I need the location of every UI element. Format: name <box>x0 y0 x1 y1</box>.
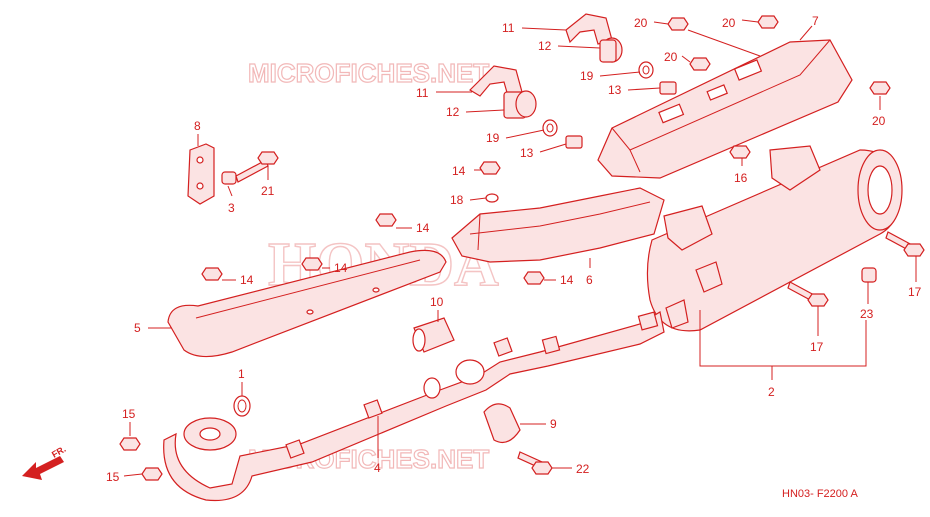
watermark-top: MICROFICHES.NET <box>248 58 489 88</box>
callout-23: 23 <box>860 307 874 321</box>
callout-20: 20 <box>664 50 678 64</box>
callout-6: 6 <box>586 273 593 287</box>
mount-set-lower <box>469 65 583 149</box>
heat-shield-upper <box>597 39 853 179</box>
direction-label: FR. <box>50 444 68 460</box>
callout-14: 14 <box>452 164 466 178</box>
callout-17: 17 <box>810 340 824 354</box>
callout-19: 19 <box>486 131 500 145</box>
callout-10: 10 <box>430 295 444 309</box>
muffler-2 <box>646 145 903 332</box>
callout-3: 3 <box>228 201 235 215</box>
callout-13: 13 <box>608 83 622 97</box>
callout-13: 13 <box>520 146 534 160</box>
heat-protector-5 <box>167 249 447 358</box>
callout-18: 18 <box>450 193 464 207</box>
callout-14: 14 <box>560 273 574 287</box>
callout-8: 8 <box>194 119 201 133</box>
callout-9: 9 <box>550 417 557 431</box>
bolt-14-group <box>201 145 751 285</box>
small-parts <box>119 317 553 481</box>
callout-7: 7 <box>812 14 819 28</box>
callout-20: 20 <box>634 16 648 30</box>
bracket-8 <box>187 143 279 205</box>
callout-12: 12 <box>446 105 460 119</box>
callout-20: 20 <box>722 16 736 30</box>
front-direction-arrow: FR. <box>22 444 68 480</box>
callout-11: 11 <box>416 86 429 100</box>
callout-11: 11 <box>502 21 515 35</box>
exhaust-pipe-4 <box>163 311 665 502</box>
callout-22: 22 <box>576 462 590 476</box>
callout-14: 14 <box>416 221 430 235</box>
callout-1: 1 <box>238 367 245 381</box>
callout-5: 5 <box>134 321 141 335</box>
callout-16: 16 <box>734 171 748 185</box>
mount-set-upper <box>565 13 677 95</box>
callout-14: 14 <box>334 261 348 275</box>
callout-12: 12 <box>538 39 552 53</box>
callout-21: 21 <box>261 184 275 198</box>
bolt-20-group <box>667 15 891 95</box>
callout-4: 4 <box>374 461 381 475</box>
heat-protector-6 <box>451 187 665 263</box>
callout-2: 2 <box>768 385 775 399</box>
callout-19: 19 <box>580 69 594 83</box>
callout-labels: 11 12 20 20 7 20 19 13 20 11 12 19 13 8 … <box>106 14 922 484</box>
callout-20: 20 <box>872 114 886 128</box>
callout-17: 17 <box>908 285 922 299</box>
diagram-code: HN03- F2200 A <box>782 488 858 500</box>
callout-14: 14 <box>240 273 254 287</box>
callout-15: 15 <box>122 407 136 421</box>
leader-lines <box>123 19 917 477</box>
callout-15: 15 <box>106 470 120 484</box>
bolt-17-group <box>787 231 925 307</box>
